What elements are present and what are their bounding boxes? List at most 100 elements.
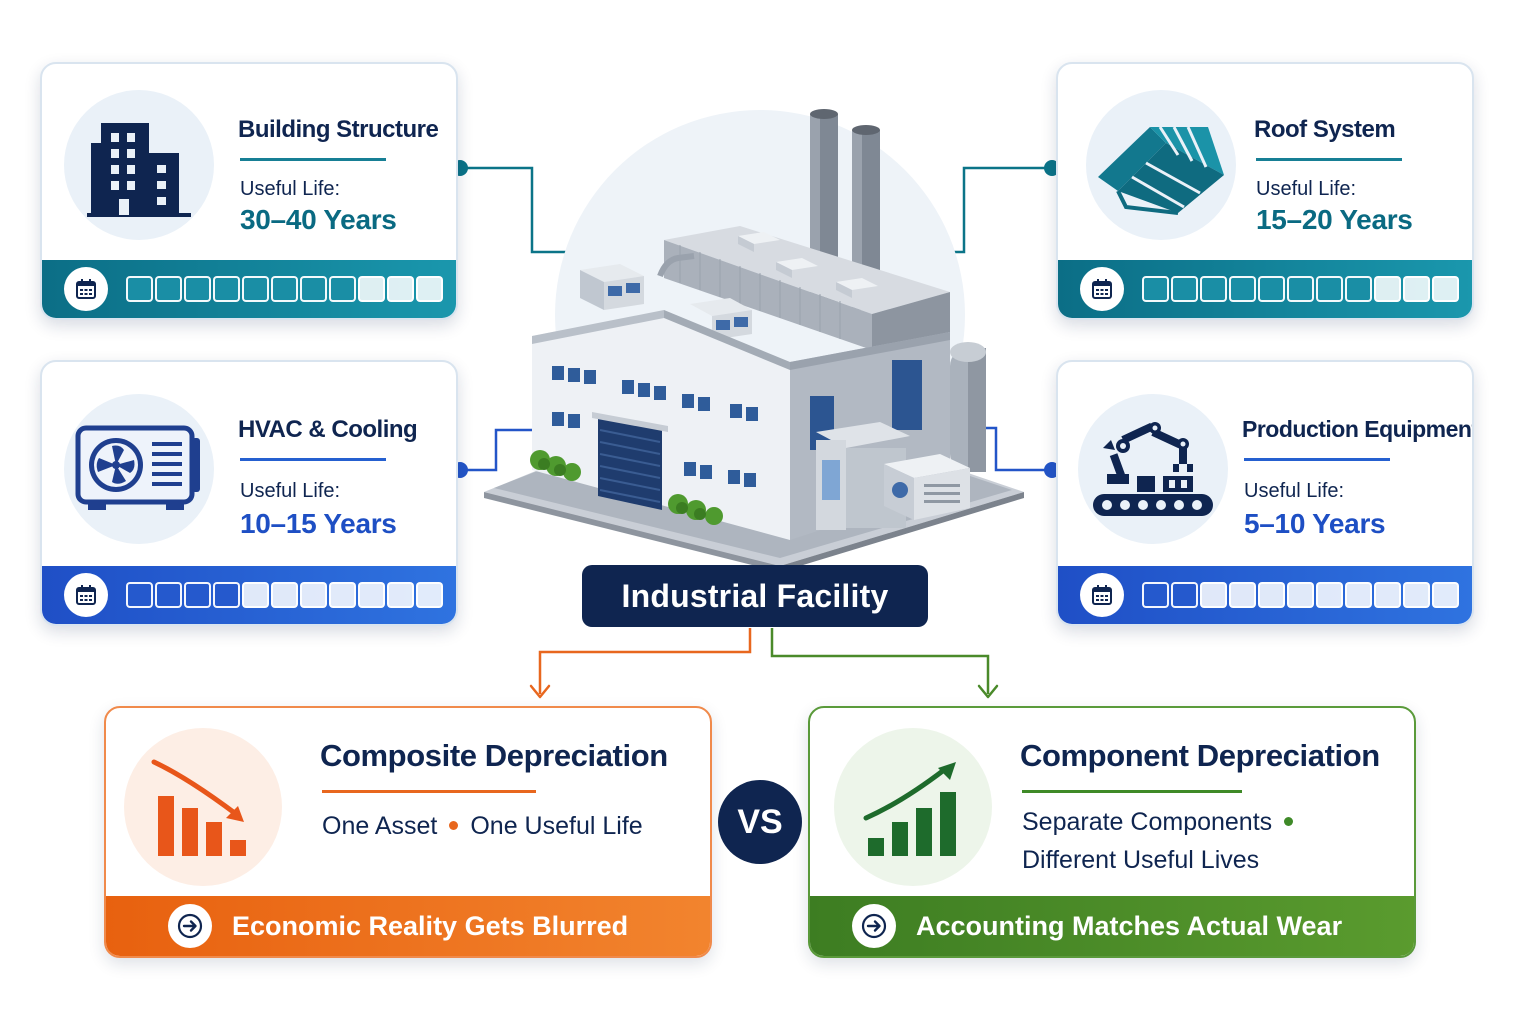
life-segment-filled: [1345, 276, 1372, 302]
life-progress-bar: [42, 566, 456, 624]
equipment-icon-circle: [1078, 394, 1228, 544]
life-segment-empty: [416, 276, 443, 302]
useful-life-label: Useful Life:: [1256, 178, 1357, 200]
life-segment-empty: [358, 582, 385, 608]
component-icon-circle: [834, 728, 992, 886]
connector-component: [770, 628, 990, 694]
method-footer-text: Economic Reality Gets Blurred: [232, 910, 629, 941]
factory-illustration: [484, 109, 1024, 570]
calendar-icon: [64, 573, 108, 617]
life-segment-empty: [1287, 582, 1314, 608]
life-segment-filled: [271, 276, 298, 302]
method-subtitle: One Asset One Useful Life: [322, 812, 643, 841]
life-segment-filled: [213, 276, 240, 302]
subtitle-part-b: Different Useful Lives: [1022, 846, 1260, 874]
life-segment-empty: [1200, 582, 1227, 608]
card-title-rule: [240, 458, 386, 461]
life-segment-empty: [1432, 276, 1459, 302]
life-progress-bar: [1058, 260, 1472, 318]
card-title: HVAC & Cooling: [238, 416, 418, 443]
life-segment-filled: [329, 276, 356, 302]
method-footer-text: Accounting Matches Actual Wear: [916, 910, 1343, 941]
card-title-rule: [1256, 158, 1402, 161]
life-segment-filled: [155, 276, 182, 302]
life-segment-empty: [1403, 582, 1430, 608]
life-segment-filled: [1142, 582, 1169, 608]
life-segment-empty: [1229, 582, 1256, 608]
useful-life-label: Useful Life:: [1244, 480, 1345, 502]
declining-bar-chart-icon: [151, 759, 246, 856]
card-title: Roof System: [1254, 116, 1396, 143]
subtitle-part-a: One Asset: [322, 812, 438, 840]
life-segment-empty: [1345, 582, 1372, 608]
life-segment-filled: [126, 276, 153, 302]
building-icon-circle: [64, 90, 214, 240]
subtitle-part-b: One Useful Life: [470, 812, 643, 840]
bullet-dot: [449, 820, 459, 830]
air-conditioner-icon: [75, 425, 200, 510]
office-building-icon: [87, 123, 191, 217]
life-segments: [1142, 276, 1459, 302]
life-segment-empty: [387, 276, 414, 302]
industrial-facility-label: Industrial Facility: [582, 565, 928, 627]
useful-life-label: Useful Life:: [240, 480, 341, 502]
calendar-icon: [1080, 573, 1124, 617]
arrow-right-icon: [168, 904, 212, 948]
life-segment-empty: [271, 582, 298, 608]
life-segment-empty: [1374, 276, 1401, 302]
life-segment-empty: [242, 582, 269, 608]
life-segment-filled: [213, 582, 240, 608]
bullet-dot: [1284, 816, 1294, 826]
method-title-rule: [1022, 790, 1242, 793]
subtitle-part-a: Separate Components: [1022, 808, 1273, 836]
card-title: Building Structure: [238, 116, 439, 143]
life-segment-empty: [1258, 582, 1285, 608]
life-segment-empty: [1374, 582, 1401, 608]
useful-life-label: Useful Life:: [240, 178, 341, 200]
component-card-roof: Roof System Useful Life: 15–20 Years: [1056, 62, 1474, 320]
vs-badge: VS: [718, 780, 802, 864]
life-segment-empty: [387, 582, 414, 608]
card-title: Production Equipment: [1242, 416, 1474, 442]
life-segments: [1142, 582, 1459, 608]
life-segment-empty: [1316, 582, 1343, 608]
arrow-right-icon: [852, 904, 896, 948]
method-title-rule: [322, 790, 536, 793]
card-title-rule: [1244, 458, 1390, 461]
method-footer: Economic Reality Gets Blurred: [106, 896, 710, 956]
life-segment-filled: [1171, 582, 1198, 608]
roof-icon: [1098, 126, 1224, 215]
life-segment-filled: [126, 582, 153, 608]
life-segment-filled: [1316, 276, 1343, 302]
roof-icon-circle: [1086, 90, 1236, 240]
component-card-hvac: HVAC & Cooling Useful Life: 10–15 Years: [40, 360, 458, 626]
life-segment-filled: [184, 276, 211, 302]
life-segment-empty: [416, 582, 443, 608]
life-segment-filled: [300, 276, 327, 302]
life-segment-filled: [155, 582, 182, 608]
method-title: Component Depreciation: [1020, 738, 1380, 773]
component-depreciation-card: Component Depreciation Separate Componen…: [808, 706, 1416, 958]
life-segments: [126, 582, 443, 608]
life-segment-empty: [358, 276, 385, 302]
useful-life-value: 15–20 Years: [1256, 204, 1413, 235]
life-segments: [126, 276, 443, 302]
life-progress-bar: [1058, 566, 1472, 624]
composite-depreciation-card: Composite Depreciation One Asset One Usef…: [104, 706, 712, 958]
method-title: Composite Depreciation: [320, 738, 668, 773]
calendar-icon: [64, 267, 108, 311]
useful-life-value: 10–15 Years: [240, 508, 397, 539]
connector-composite: [538, 628, 752, 694]
life-segment-filled: [1287, 276, 1314, 302]
life-segment-empty: [329, 582, 356, 608]
useful-life-value: 30–40 Years: [240, 204, 397, 235]
life-segment-filled: [1200, 276, 1227, 302]
useful-life-value: 5–10 Years: [1244, 508, 1386, 539]
method-subtitle-line-2: Different Useful Lives: [1022, 846, 1259, 875]
card-title-rule: [240, 158, 386, 161]
composite-icon-circle: [124, 728, 282, 886]
rising-bar-chart-icon: [863, 762, 956, 856]
life-segment-filled: [242, 276, 269, 302]
life-segment-filled: [184, 582, 211, 608]
component-card-building: Building Structure Useful Life: 30–40 Ye…: [40, 62, 458, 320]
